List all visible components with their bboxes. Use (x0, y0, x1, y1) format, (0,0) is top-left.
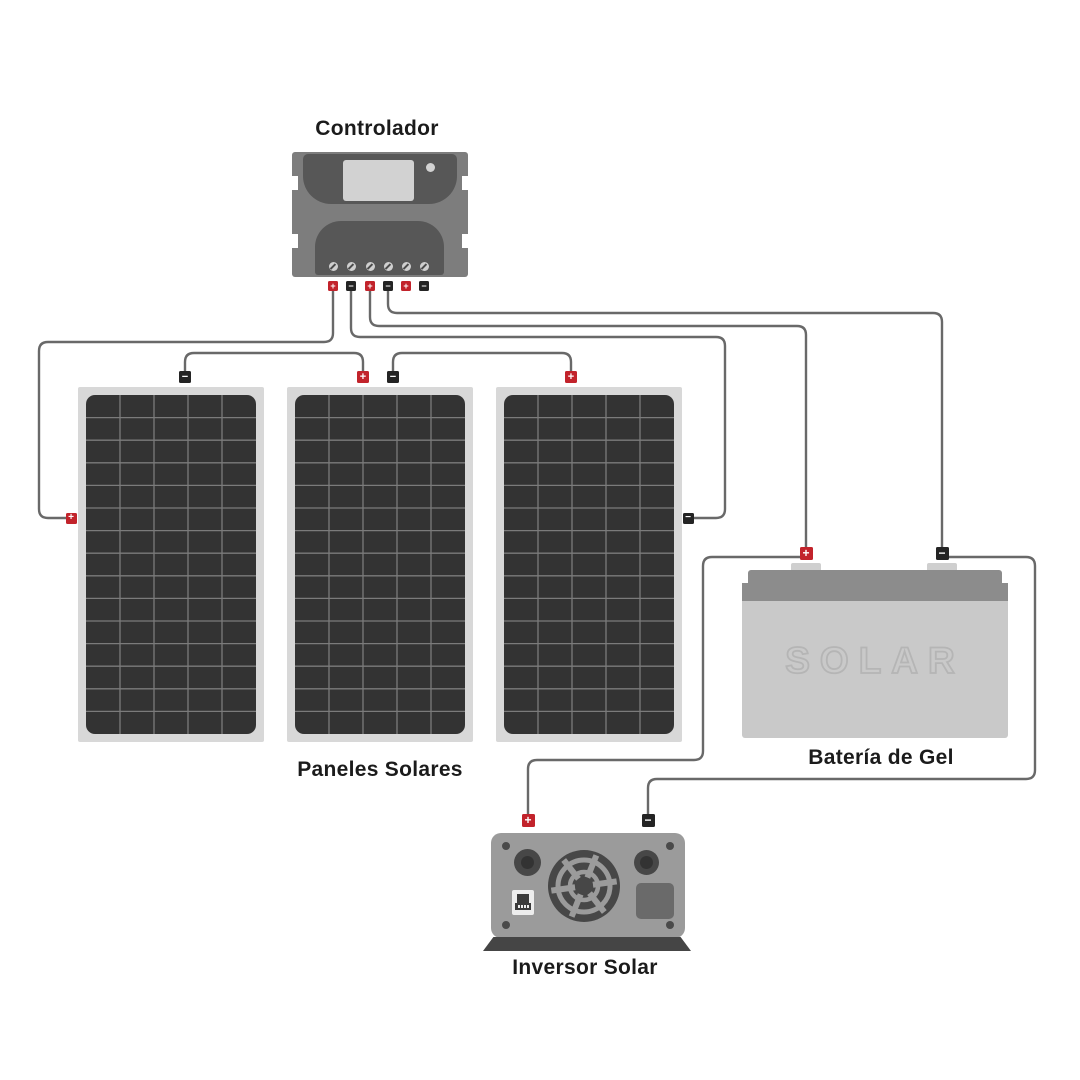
inverter-access-panel (636, 883, 674, 919)
battery-positive-marker: + (799, 546, 813, 560)
panel2-negative-top-marker: − (387, 371, 399, 383)
terminal-screw-icon (346, 261, 356, 271)
panel3-negative-side-marker: − (682, 512, 694, 524)
battery-lid (748, 570, 1002, 583)
inverter-rj45-port (512, 890, 534, 915)
controller-terminal-5-marker: + (401, 281, 411, 291)
controller-notch (462, 176, 470, 190)
inverter-label: Inversor Solar (512, 956, 658, 979)
battery-label: Batería de Gel (808, 746, 954, 769)
gel-battery: SOLAR (742, 562, 1008, 738)
panel1-to-panel2-jumper-wire (183, 351, 365, 372)
screw-icon (502, 921, 510, 929)
charge-controller (290, 152, 470, 277)
solar-inverter (483, 833, 691, 955)
battery-logo-art: SOLAR (784, 639, 965, 682)
controller-notch (290, 176, 298, 190)
rj45-pin (518, 905, 520, 908)
battery-lid-band (742, 583, 1008, 601)
rj45-pin (527, 905, 529, 908)
inverter-outlet-left (514, 849, 541, 876)
rj45-jack (517, 894, 529, 903)
panel2-positive-top-marker: + (357, 371, 369, 383)
solar-panel-2 (287, 387, 473, 742)
screw-icon (666, 842, 674, 850)
solar-panel-cells (86, 395, 256, 734)
panels-label: Paneles Solares (297, 758, 463, 781)
controller-terminal-2-marker: − (346, 281, 356, 291)
inverter-positive-marker: + (521, 813, 535, 827)
inverter-fan-icon (548, 850, 620, 922)
controller-display-panel (303, 154, 457, 204)
controller-led-indicator (426, 163, 435, 172)
terminal-screw-icon (401, 261, 411, 271)
controller-terminal-4-marker: − (383, 281, 393, 291)
screw-icon (502, 842, 510, 850)
outlet-hole (640, 856, 653, 869)
solar-panel-1 (78, 387, 264, 742)
solar-cell-grid (86, 395, 256, 734)
terminal-screw-icon (383, 261, 393, 271)
controller-terminal-6-marker: − (419, 281, 429, 291)
solar-panel-cells (295, 395, 465, 734)
terminal-screw-icon (328, 261, 338, 271)
panel1-negative-top-marker: − (179, 371, 191, 383)
outlet-hole (521, 856, 534, 869)
terminal-screw-icon (365, 261, 375, 271)
rj45-jack (515, 903, 531, 910)
controller-notch (462, 234, 470, 248)
battery-negative-marker: − (935, 546, 949, 560)
rj45-pin (521, 905, 523, 908)
inverter-outlet-right (634, 850, 659, 875)
solar-panel-3 (496, 387, 682, 742)
inverter-negative-marker: − (641, 813, 655, 827)
controller-terminal-block (315, 221, 444, 275)
rj45-pin (524, 905, 526, 908)
controller-notch (290, 234, 298, 248)
controller-lcd-screen (343, 160, 414, 201)
screw-icon (666, 921, 674, 929)
solar-panel-cells (504, 395, 674, 734)
panel3-positive-top-marker: + (565, 371, 577, 383)
battery-logo-text: SOLAR (785, 640, 965, 681)
controller-terminal-1-marker: + (328, 281, 338, 291)
controller-label: Controlador (315, 117, 439, 140)
inverter-base (483, 937, 691, 951)
controller-terminal-3-marker: + (365, 281, 375, 291)
panel2-to-panel3-jumper-wire (391, 351, 573, 372)
panel1-positive-side-marker: + (65, 512, 77, 524)
solar-cell-grid (295, 395, 465, 734)
solar-cell-grid (504, 395, 674, 734)
terminal-screw-icon (419, 261, 429, 271)
